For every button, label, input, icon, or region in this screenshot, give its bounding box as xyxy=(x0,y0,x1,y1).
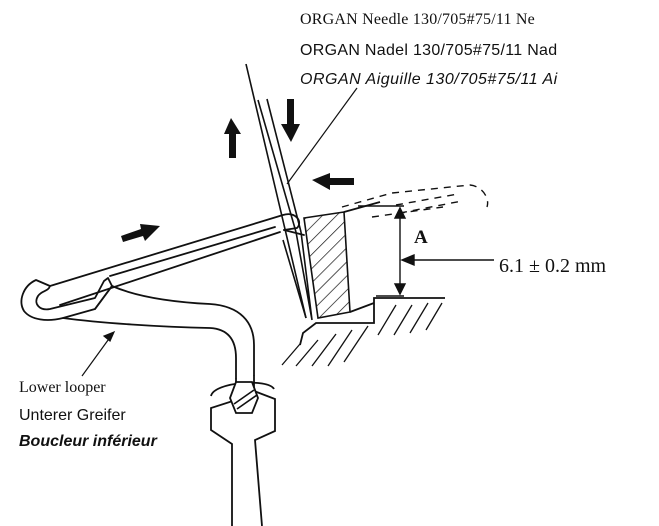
needle xyxy=(245,63,313,321)
looper-retracted-outline xyxy=(341,184,489,218)
hex-screw-icon xyxy=(229,381,259,414)
needle-label-english: ORGAN Needle 130/705#75/11 Ne xyxy=(300,11,535,28)
looper-label-german: Unterer Greifer xyxy=(19,407,126,424)
down-arrow-icon xyxy=(281,99,300,142)
left-arrow-icon xyxy=(312,173,354,190)
needle-label-french: ORGAN Aiguille 130/705#75/11 Ai xyxy=(300,71,558,88)
dimension-label: A xyxy=(414,227,428,248)
dimension-a xyxy=(358,205,494,297)
needle-guard xyxy=(303,211,351,319)
lower-looper xyxy=(20,213,305,379)
up-arrow-icon xyxy=(224,118,241,158)
needle-label-german: ORGAN Nadel 130/705#75/11 Nad xyxy=(300,42,558,59)
looper-label-french: Boucleur inférieur xyxy=(19,433,157,450)
right-arrow-icon xyxy=(121,224,160,242)
needle-leader-line xyxy=(286,87,358,185)
bed-hatching xyxy=(281,302,443,367)
lower-looper-leader xyxy=(81,330,116,377)
dimension-value: 6.1 ± 0.2 mm xyxy=(499,255,607,277)
motion-arrow-icon xyxy=(121,99,354,242)
throat-plate xyxy=(299,201,445,346)
looper-label-english: Lower looper xyxy=(19,379,106,396)
